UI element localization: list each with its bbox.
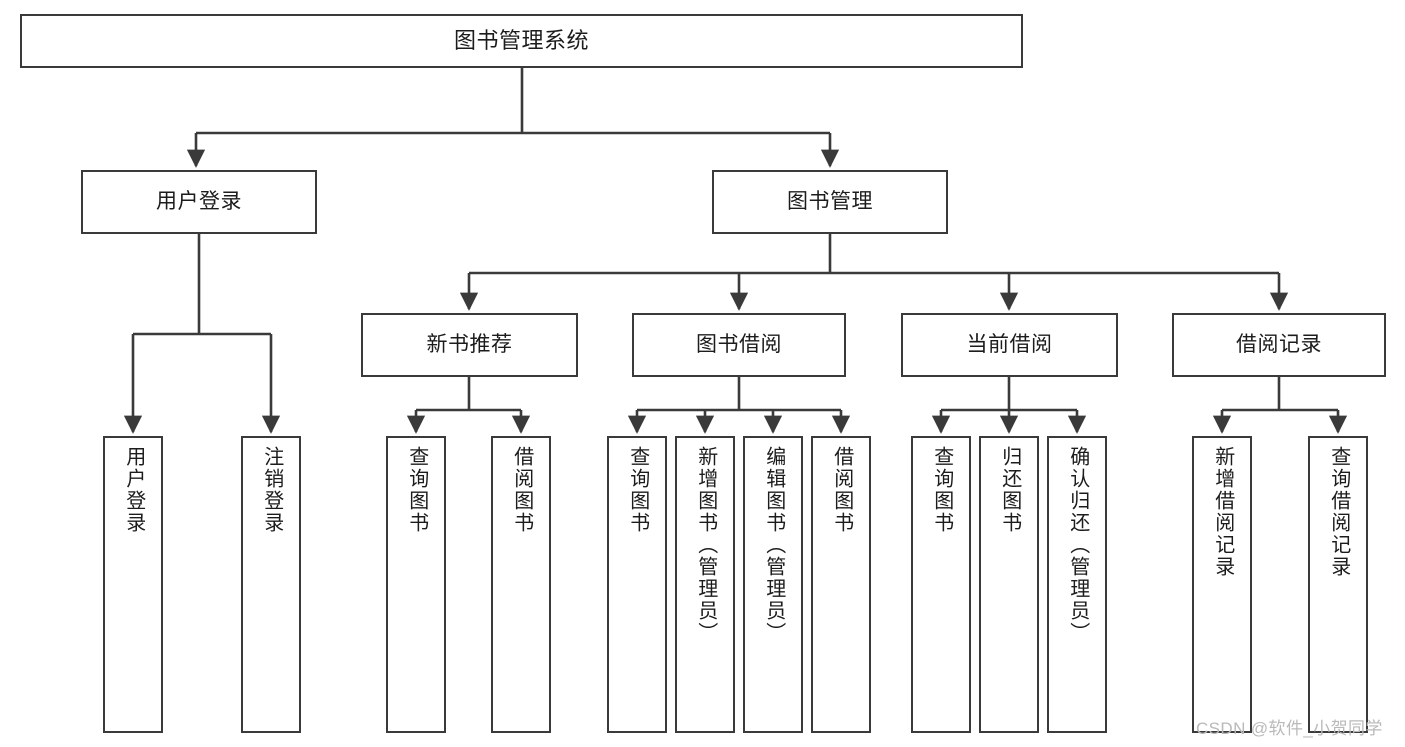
node-borrow-record[interactable]: 借阅记录 — [1172, 313, 1386, 377]
leaf-query-record[interactable]: 查询借阅记录 — [1308, 436, 1368, 733]
csdn-watermark: CSDN @软件_小贺同学 — [1196, 719, 1383, 738]
leaf-query-book-1[interactable]: 查询图书 — [386, 436, 446, 733]
leaf-user-login-label: 用户登录 — [122, 446, 145, 534]
node-current-borrow-label: 当前借阅 — [966, 333, 1053, 357]
leaf-query-book-2-label: 查询图书 — [626, 446, 649, 534]
leaf-query-book-3[interactable]: 查询图书 — [911, 436, 971, 733]
leaf-add-book[interactable]: 新增图书（管理员） — [675, 436, 735, 733]
node-new-book-rec-label: 新书推荐 — [426, 333, 513, 357]
node-root-label: 图书管理系统 — [453, 27, 589, 53]
leaf-confirm-return-label: 确认归还（管理员） — [1066, 446, 1089, 644]
node-user-login-label: 用户登录 — [156, 190, 242, 214]
leaf-query-record-label: 查询借阅记录 — [1327, 446, 1350, 578]
leaf-query-book-2[interactable]: 查询图书 — [607, 436, 667, 733]
leaf-confirm-return[interactable]: 确认归还（管理员） — [1047, 436, 1107, 733]
leaf-borrow-book-1[interactable]: 借阅图书 — [491, 436, 551, 733]
node-root[interactable]: 图书管理系统 — [20, 14, 1023, 68]
leaf-borrow-book-2[interactable]: 借阅图书 — [811, 436, 871, 733]
node-borrow-record-label: 借阅记录 — [1236, 333, 1322, 357]
leaf-logout-login[interactable]: 注销登录 — [241, 436, 301, 733]
leaf-add-record-label: 新增借阅记录 — [1211, 446, 1234, 578]
node-new-book-rec[interactable]: 新书推荐 — [361, 313, 578, 377]
node-current-borrow[interactable]: 当前借阅 — [901, 313, 1118, 377]
leaf-add-record[interactable]: 新增借阅记录 — [1192, 436, 1252, 733]
leaf-query-book-1-label: 查询图书 — [405, 446, 428, 534]
leaf-borrow-book-1-label: 借阅图书 — [510, 446, 533, 534]
leaf-edit-book-label: 编辑图书（管理员） — [762, 446, 785, 644]
node-user-login[interactable]: 用户登录 — [81, 170, 317, 234]
leaf-logout-login-label: 注销登录 — [260, 446, 283, 534]
leaf-borrow-book-2-label: 借阅图书 — [830, 446, 853, 534]
node-book-manage[interactable]: 图书管理 — [712, 170, 948, 234]
node-book-borrow-label: 图书借阅 — [696, 333, 782, 357]
node-book-borrow[interactable]: 图书借阅 — [632, 313, 846, 377]
leaf-return-book[interactable]: 归还图书 — [979, 436, 1039, 733]
leaf-edit-book[interactable]: 编辑图书（管理员） — [743, 436, 803, 733]
leaf-return-book-label: 归还图书 — [998, 446, 1021, 534]
leaf-add-book-label: 新增图书（管理员） — [694, 446, 717, 644]
node-book-manage-label: 图书管理 — [787, 190, 873, 214]
leaf-user-login[interactable]: 用户登录 — [103, 436, 163, 733]
leaf-query-book-3-label: 查询图书 — [930, 446, 953, 534]
